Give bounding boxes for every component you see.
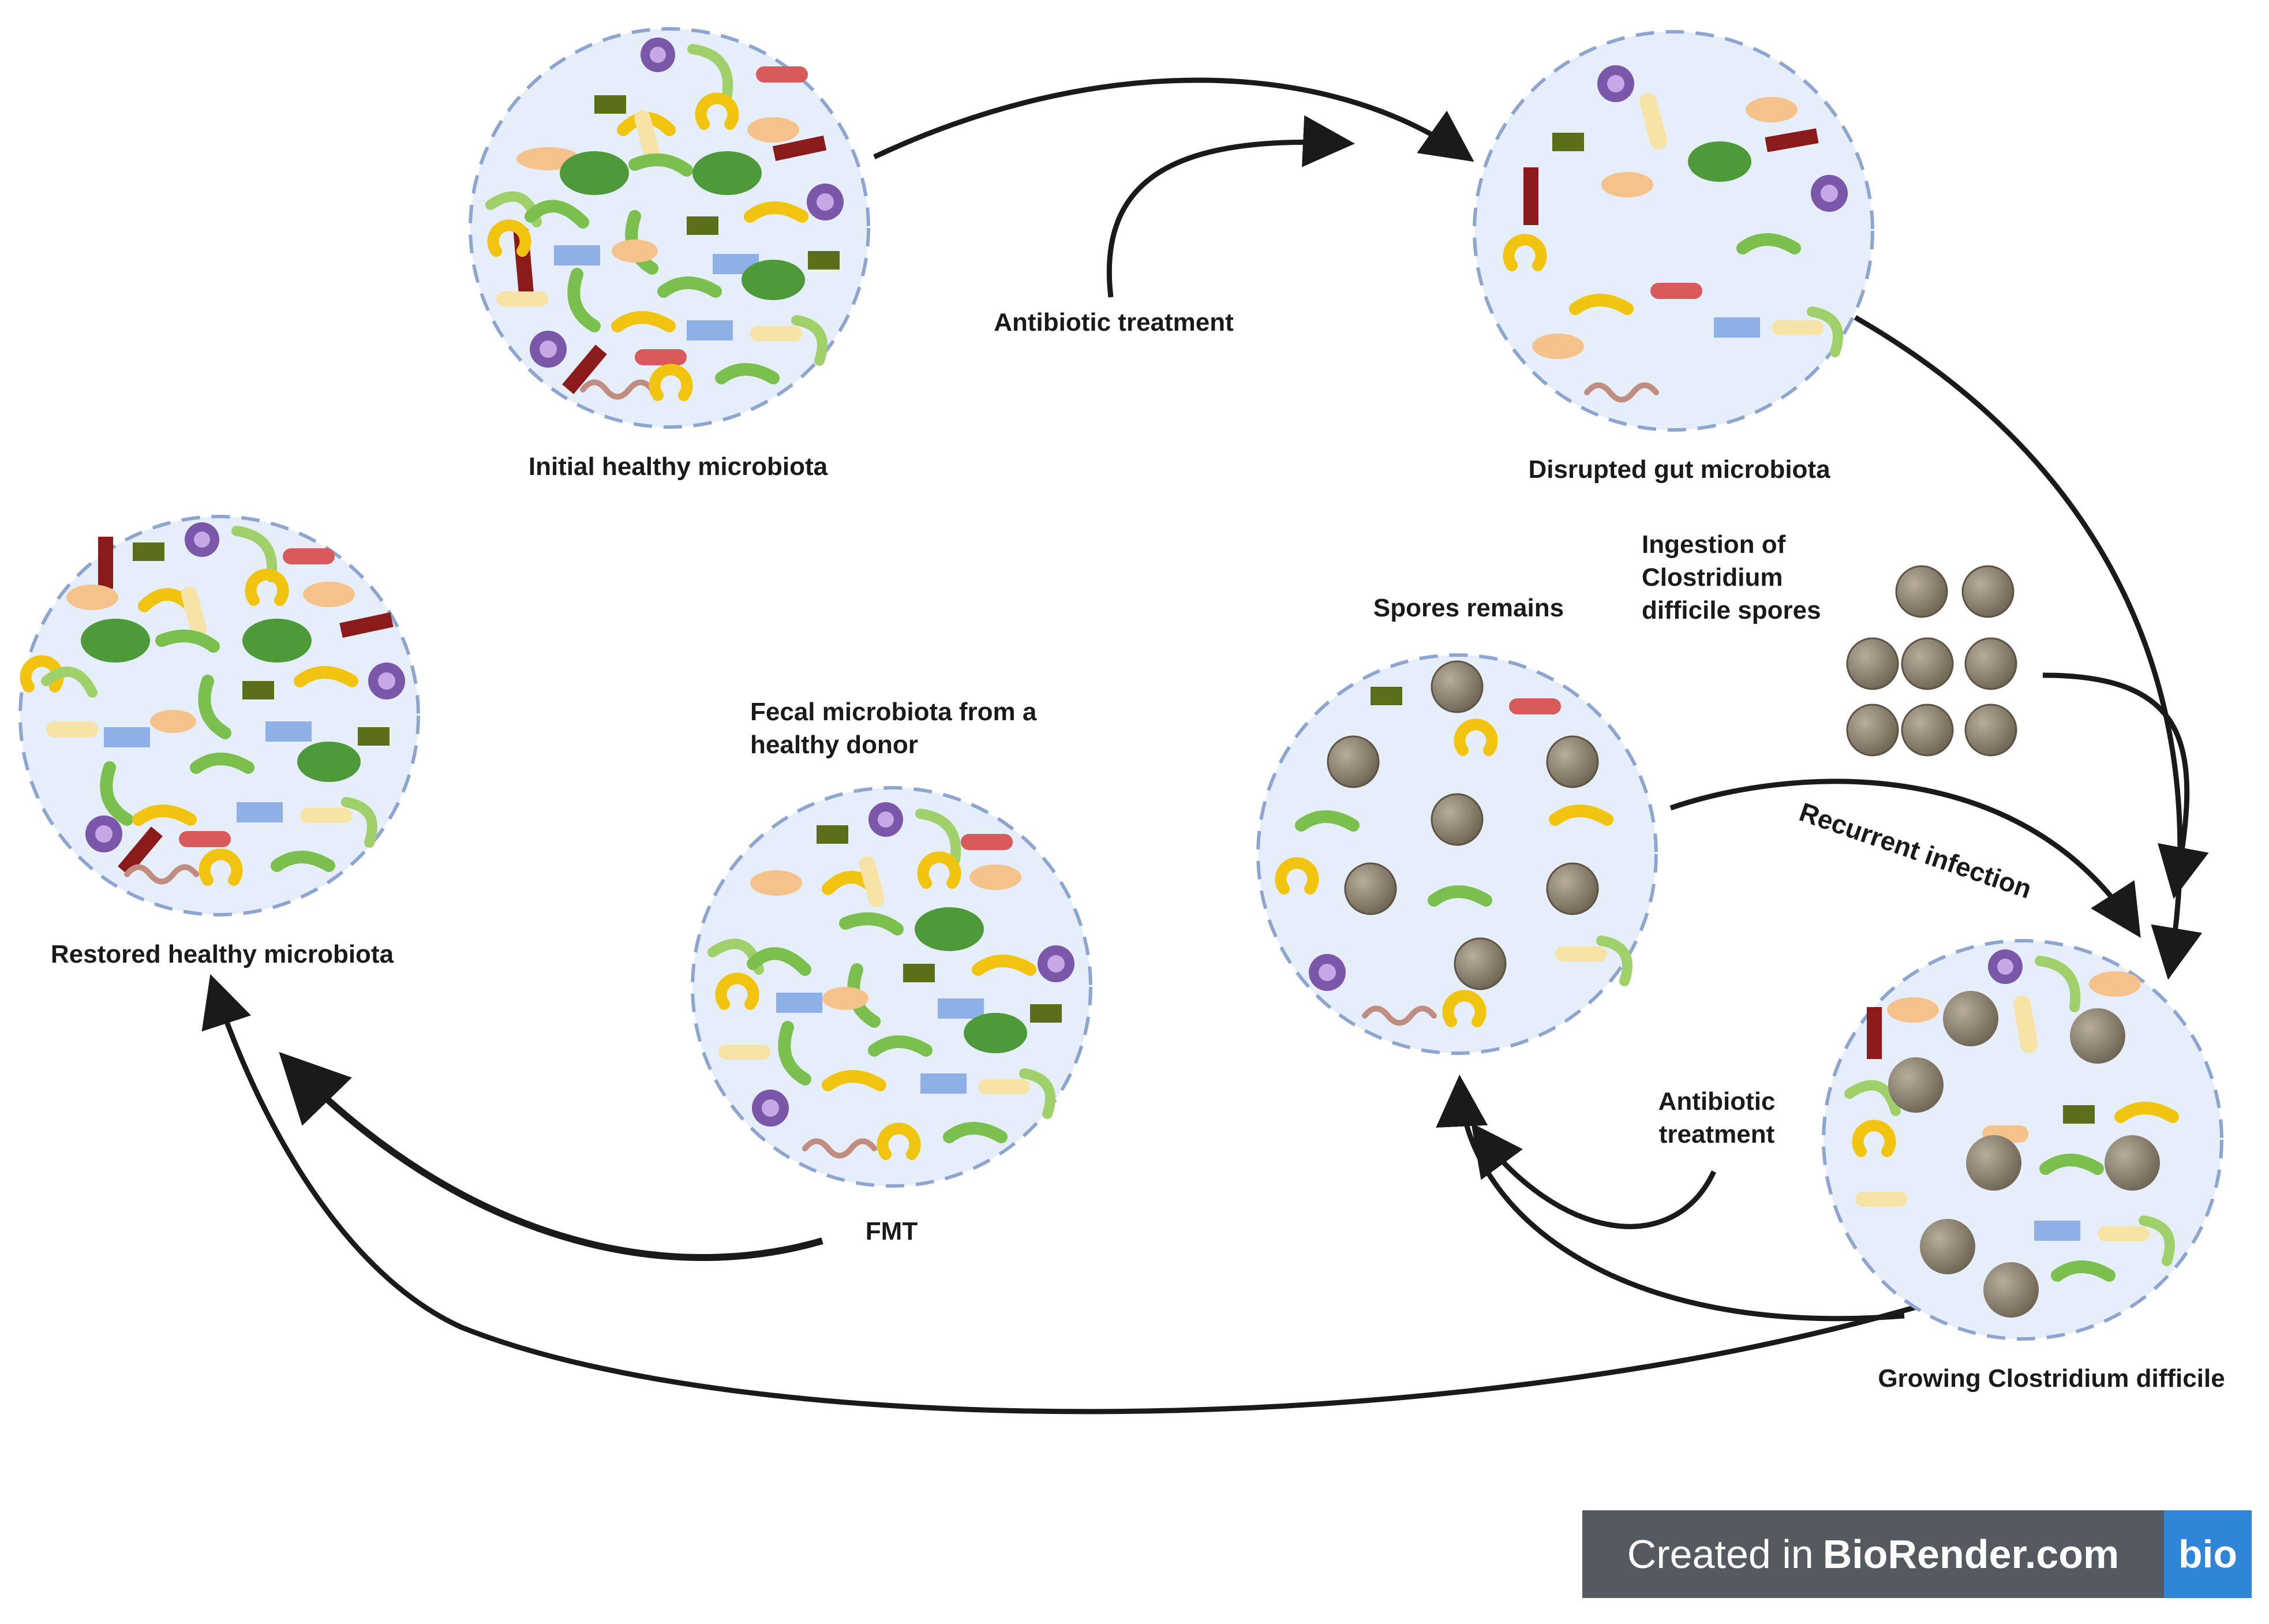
bacteria-restored xyxy=(20,522,405,886)
spore-icon xyxy=(1961,565,2015,618)
bacteria-spores-remain xyxy=(1275,660,1633,1027)
spore-icon xyxy=(1901,637,1954,690)
badge-brand: BioRender.com xyxy=(1822,1532,2120,1577)
label-fecal-line2: healthy donor xyxy=(750,731,918,759)
label-growing-cdiff: Growing Clostridium difficile xyxy=(1878,1364,2225,1393)
label-ingestion: Ingestion of Clostridium difficile spore… xyxy=(1642,528,1821,627)
bacteria-initial xyxy=(485,38,844,401)
arrow-spores-to-growing xyxy=(2042,672,2209,899)
label-restored: Restored healthy microbiota xyxy=(50,940,394,968)
badge-prefix: Created in xyxy=(1627,1532,1814,1577)
arrow-recurrent-infection xyxy=(1669,779,2141,938)
spore-icon xyxy=(1964,704,2017,757)
arrow-antibiotic-treatment xyxy=(1106,115,1355,298)
label-initial-healthy: Initial healthy microbiota xyxy=(528,452,828,481)
bacteria-fecal xyxy=(707,802,1074,1160)
arrows xyxy=(201,77,2209,1415)
label-fecal-line1: Fecal microbiota from a xyxy=(750,698,1037,726)
label-antibiotic-line1: Antibiotic xyxy=(1658,1087,1776,1116)
label-ingestion-line3: difficile spores xyxy=(1642,596,1821,625)
circle-disrupted xyxy=(1473,30,1874,432)
spore-icon xyxy=(1964,637,2017,690)
arrow-antibiotic-small xyxy=(1471,1122,1717,1229)
label-ingestion-line1: Ingestion of xyxy=(1642,530,1786,559)
arrow-fmt-to-restored xyxy=(279,1052,823,1261)
spore-icon xyxy=(1901,704,1954,757)
label-disrupted: Disrupted gut microbiota xyxy=(1528,455,1830,484)
label-antibiotic-line2: treatment xyxy=(1658,1120,1775,1149)
label-fmt: FMT xyxy=(865,1217,918,1245)
spore-icon xyxy=(1846,704,1899,757)
label-antibiotic-small: Antibiotic treatment xyxy=(1658,1085,1776,1151)
label-fecal-donor: Fecal microbiota from a healthy donor xyxy=(750,695,1036,761)
bacteria-growing xyxy=(1844,949,2179,1318)
ingested-spores xyxy=(1846,565,2017,757)
spore-icon xyxy=(1846,637,1899,690)
spore-icon xyxy=(1895,565,1948,618)
label-antibiotic-treatment: Antibiotic treatment xyxy=(994,308,1234,336)
label-ingestion-line2: Clostridium xyxy=(1642,563,1783,592)
bacteria-disrupted xyxy=(1503,65,1848,403)
bacteria xyxy=(20,38,2179,1318)
arrow-growing-to-restored xyxy=(201,974,1917,1415)
arrow-initial-to-disrupted xyxy=(873,77,1474,162)
biorender-logo-icon: bio xyxy=(2164,1510,2252,1598)
label-spores-remain: Spores remains xyxy=(1373,594,1564,622)
